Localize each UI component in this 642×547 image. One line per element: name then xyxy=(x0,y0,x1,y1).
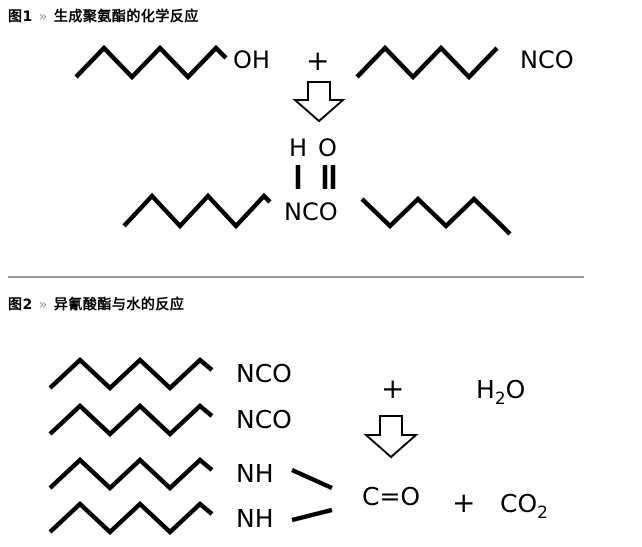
amine-label: NH xyxy=(236,459,274,488)
alkyl-chain-2-1 xyxy=(48,356,214,392)
urethane-label: NCO xyxy=(284,198,338,226)
caption-separator: » xyxy=(38,297,48,313)
nh-bond-upper xyxy=(291,467,333,491)
nh-bond-lower xyxy=(291,507,333,523)
alkyl-chain-reactant2 xyxy=(355,44,499,81)
alkyl-chain-product-left xyxy=(122,192,272,230)
reaction-arrow-down-icon xyxy=(363,415,419,459)
isocyanate-label: NCO xyxy=(236,359,292,388)
carbon-dioxide-label: CO2 xyxy=(500,489,548,523)
oxygen-label: O xyxy=(318,134,337,162)
reaction-arrow-down-icon xyxy=(292,81,346,123)
alkyl-chain-2-2 xyxy=(48,402,214,438)
plus-sign: + xyxy=(452,486,475,519)
figure1-label: 图1 xyxy=(8,9,33,25)
figure2-caption: 图2 » 异氰酸酯与水的反应 xyxy=(8,294,184,314)
isocyanate-label: NCO xyxy=(236,405,292,434)
section-divider xyxy=(8,276,584,278)
plus-sign: + xyxy=(381,372,404,405)
figure1-title: 生成聚氨酯的化学反应 xyxy=(53,9,199,25)
figure2-label: 图2 xyxy=(8,297,33,313)
carbonyl-label: C=O xyxy=(362,482,420,511)
alkyl-chain-2-3 xyxy=(48,456,214,492)
alkyl-chain-reactant1 xyxy=(74,44,228,81)
hydrogen-label: H xyxy=(289,134,307,162)
alkyl-chain-2-4 xyxy=(48,500,214,536)
water-label: H2O xyxy=(476,375,525,409)
figure1-caption: 图1 » 生成聚氨酯的化学反应 xyxy=(8,6,199,26)
alkyl-chain-product-right xyxy=(360,195,512,236)
plus-sign: + xyxy=(306,44,329,77)
hydroxyl-label: OH xyxy=(233,46,270,74)
isocyanate-label: NCO xyxy=(520,46,574,74)
amine-label: NH xyxy=(236,504,274,533)
caption-separator: » xyxy=(38,9,48,25)
figure2-title: 异氰酸酯与水的反应 xyxy=(53,297,185,313)
